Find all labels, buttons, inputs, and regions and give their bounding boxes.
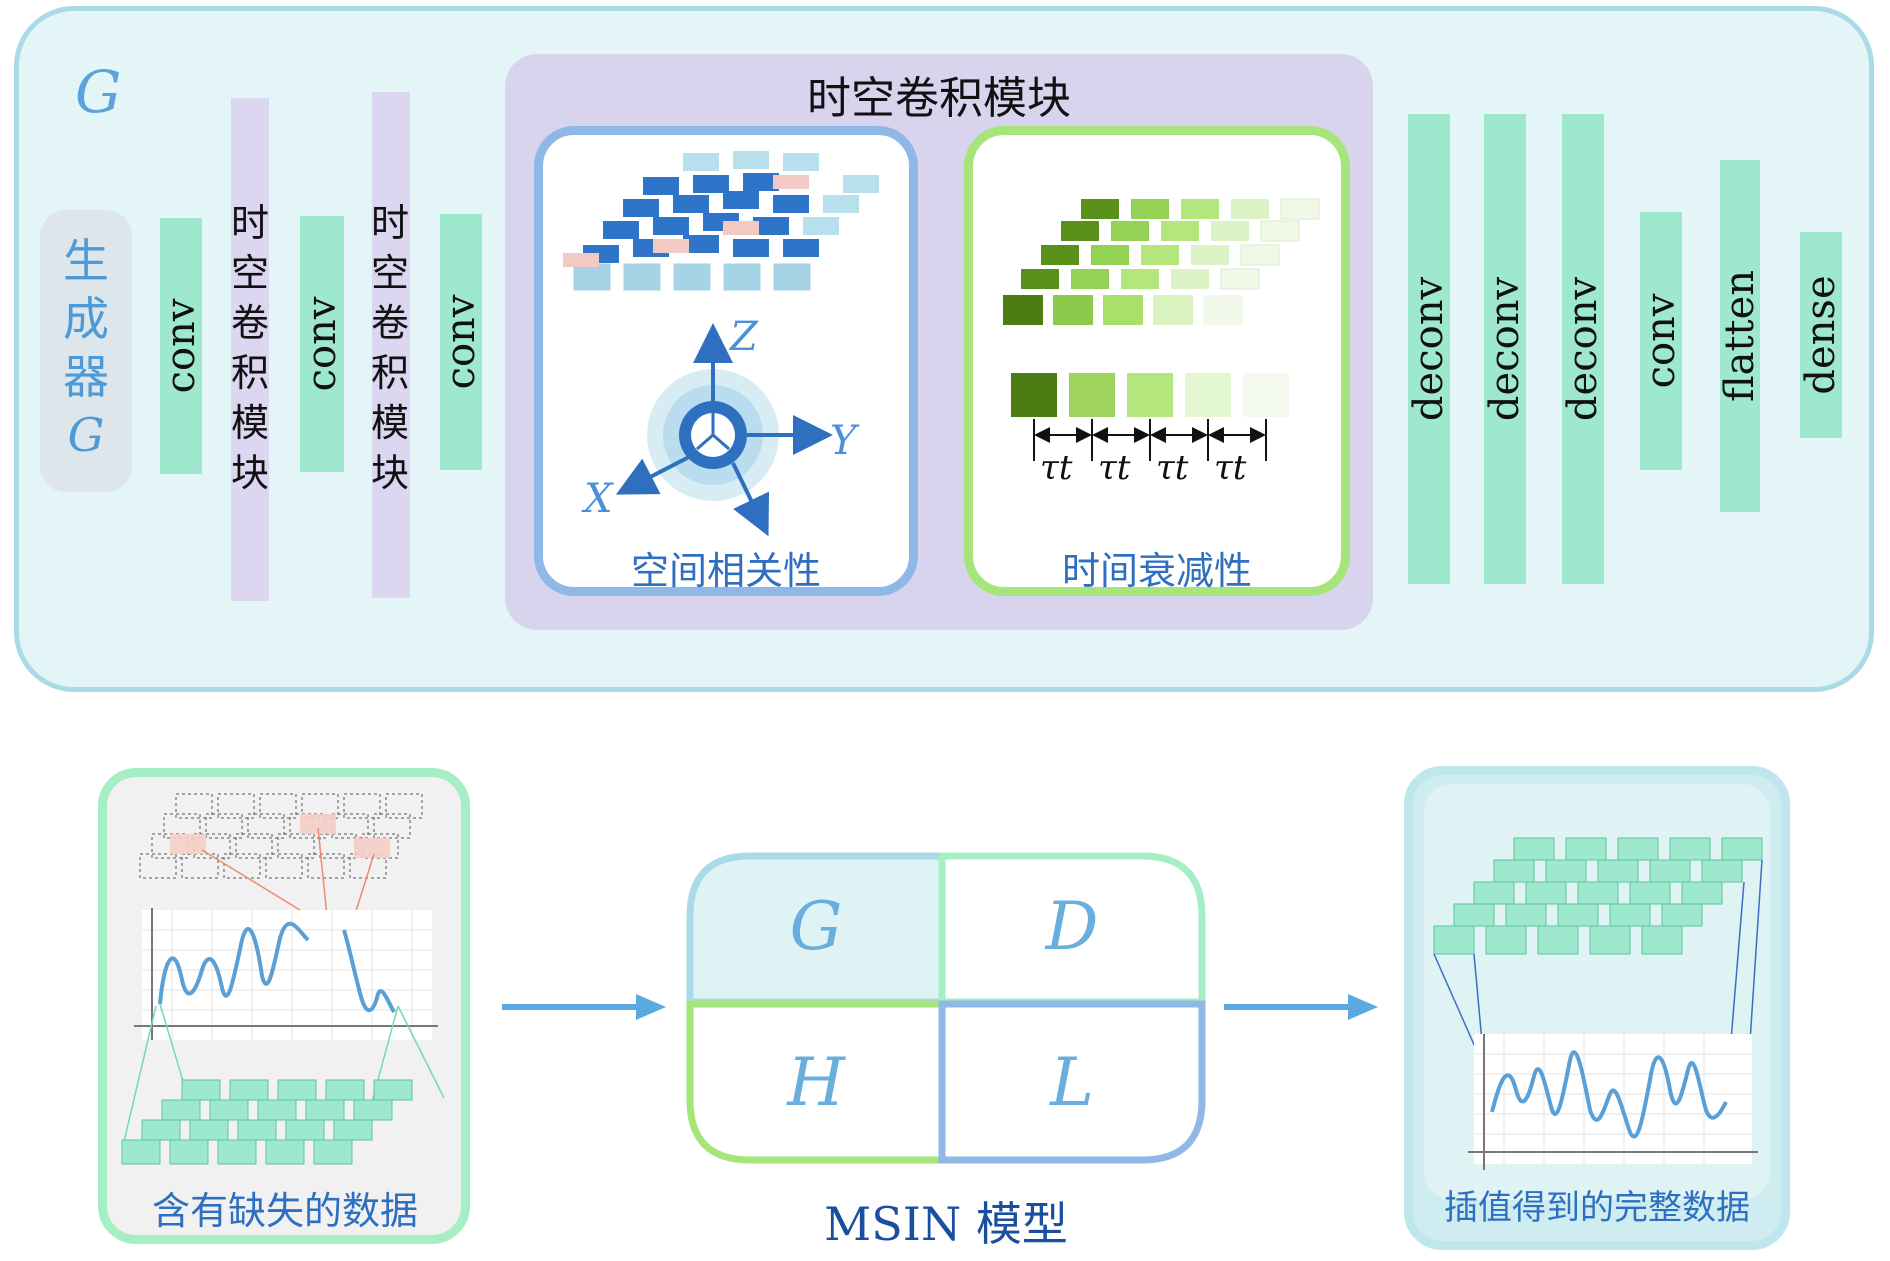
spatial-illustration <box>563 151 879 537</box>
conv-layer-4: conv <box>1638 212 1684 470</box>
tau-label-4: τt <box>1214 448 1247 488</box>
stc-module-title: 时空卷积模块 <box>807 73 1071 124</box>
stc1-char-2: 空 <box>230 251 269 295</box>
dense-layer-label: dense <box>1798 275 1844 395</box>
stc1-char-1: 时 <box>230 201 269 245</box>
axis-y-label: Y <box>830 418 857 464</box>
input-data-illustration <box>121 793 445 1165</box>
tau-label-3: τt <box>1156 448 1189 488</box>
stc1-char-4: 积 <box>230 351 269 395</box>
flatten-layer-label: flatten <box>1717 269 1763 403</box>
output-line-plot <box>1468 1034 1758 1170</box>
flatten-layer: flatten <box>1717 160 1763 512</box>
deconv-layer-2-label: deconv <box>1482 276 1528 422</box>
generator-char-2: 成 <box>63 292 109 346</box>
conv-layer-1-label: conv <box>158 298 204 394</box>
deconv-layer-2: deconv <box>1482 114 1528 584</box>
output-caption: 插值得到的完整数据 <box>1444 1188 1750 1228</box>
generator-title: G <box>75 58 122 126</box>
stc2-char-1: 时 <box>370 201 409 245</box>
model-cell-d: D <box>1045 888 1099 965</box>
conv-layer-2: conv <box>299 216 345 472</box>
tau-label-1: τt <box>1040 448 1073 488</box>
generator-char-3: 器 <box>63 350 109 404</box>
stc2-char-2: 空 <box>370 251 409 295</box>
stc-block-layer-1-label: 时 空 卷 积 模 块 <box>222 198 278 508</box>
arrow-to-model <box>502 994 666 1020</box>
deconv-layer-1-label: deconv <box>1406 276 1452 422</box>
input-cube-grid <box>121 1079 413 1165</box>
stc2-char-6: 块 <box>370 451 409 495</box>
deconv-layer-1: deconv <box>1406 114 1452 584</box>
conv-layer-2-label: conv <box>299 296 345 392</box>
axis-z-label: Z <box>730 314 758 360</box>
spatial-axes-diagram <box>615 323 833 537</box>
tau-label-2: τt <box>1098 448 1131 488</box>
generator-char-1: 生 <box>63 234 109 288</box>
stc-block-layer-2 <box>372 92 410 598</box>
arrow-to-output <box>1224 994 1378 1020</box>
msin-model-label: MSIN 模型 <box>824 1197 1068 1251</box>
temporal-caption: 时间衰减性 <box>1061 549 1252 593</box>
temporal-illustration <box>1003 198 1320 461</box>
input-caption: 含有缺失的数据 <box>151 1189 418 1233</box>
temporal-decay-squares <box>1011 373 1289 417</box>
deconv-layer-3-label: deconv <box>1560 276 1606 422</box>
model-cell-h: H <box>787 1044 845 1121</box>
stc-block-layer-2-label: 时 空 卷 积 模 块 <box>362 198 418 508</box>
missing-data-grid <box>139 793 423 879</box>
conv-layer-1: conv <box>158 218 204 474</box>
stc2-char-5: 模 <box>370 401 409 445</box>
conv-layer-4-label: conv <box>1638 293 1684 389</box>
conv-layer-3-label: conv <box>438 294 484 390</box>
axis-x-label: X <box>584 476 613 522</box>
temporal-cube-grid <box>1003 198 1320 325</box>
deconv-layer-3: deconv <box>1560 114 1606 584</box>
stc1-char-5: 模 <box>230 401 269 445</box>
model-cell-l: L <box>1050 1044 1094 1121</box>
generator-symbol: G <box>67 408 105 462</box>
stc1-char-6: 块 <box>230 451 269 495</box>
generator-box: 生 成 器 G <box>40 210 132 492</box>
output-data-illustration <box>1433 837 1763 1170</box>
stc2-char-4: 积 <box>370 351 409 395</box>
stc-block-layer-1 <box>231 98 269 601</box>
conv-layer-3: conv <box>438 214 484 470</box>
stc1-char-3: 卷 <box>230 301 269 345</box>
stc2-char-3: 卷 <box>370 301 409 345</box>
input-line-plot <box>134 908 438 1040</box>
spatial-caption: 空间相关性 <box>630 549 821 593</box>
tau-interval-markers <box>1033 419 1267 461</box>
msin-model-diagram <box>686 852 1206 1164</box>
output-cube-grid <box>1433 837 1763 955</box>
model-cell-g: G <box>789 888 843 965</box>
dense-layer: dense <box>1798 232 1844 438</box>
spatial-cube-grid <box>563 151 879 292</box>
